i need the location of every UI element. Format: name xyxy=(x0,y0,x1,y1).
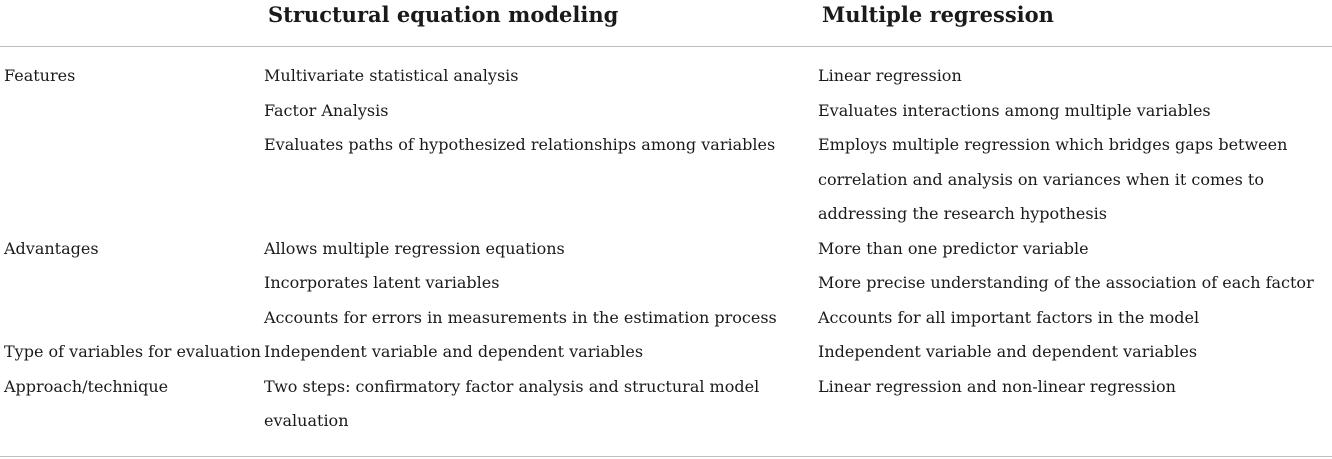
row-label: Advantages xyxy=(4,238,99,258)
mr-item: Accounts for all important factors in th… xyxy=(818,307,1200,327)
mr-cell: Linear regression and non-linear regress… xyxy=(818,370,1332,405)
header-rule xyxy=(0,46,1332,47)
sem-item: Independent variable and dependent varia… xyxy=(264,342,644,361)
sem-item: Allows multiple regression equations xyxy=(264,238,565,258)
sem-cell: Two steps: confirmatory factor analysis … xyxy=(264,370,818,439)
mr-item: Evaluates interactions among multiple va… xyxy=(818,100,1211,120)
mr-item: More precise understanding of the associ… xyxy=(818,273,1314,292)
table-body: Features Multivariate statistical analys… xyxy=(0,59,1332,439)
row-label: Approach/technique xyxy=(4,376,169,396)
sem-item: Factor Analysis xyxy=(264,100,389,120)
column-header-multiple-regression: Multiple regression xyxy=(822,2,1054,27)
mr-cell: Linear regression Evaluates interactions… xyxy=(818,59,1332,232)
mr-item: Linear regression and non-linear regress… xyxy=(818,376,1176,396)
sem-item: Incorporates latent variables xyxy=(264,273,500,292)
mr-item: Employs multiple regression which bridge… xyxy=(818,135,1288,223)
mr-item: Independent variable and dependent varia… xyxy=(818,342,1198,361)
sem-cell: Independent variable and dependent varia… xyxy=(264,335,818,370)
table-row-variable-types: Type of variables for evaluation Indepen… xyxy=(0,335,1332,370)
sem-cell: Allows multiple regression equations Inc… xyxy=(264,232,818,336)
column-header-sem: Structural equation modeling xyxy=(268,2,619,27)
sem-item: Accounts for errors in measurements in t… xyxy=(264,307,777,327)
mr-cell: Independent variable and dependent varia… xyxy=(818,335,1332,370)
mr-item: Linear regression xyxy=(818,66,962,85)
sem-item: Multivariate statistical analysis xyxy=(264,66,519,85)
sem-item: Evaluates paths of hypothesized relation… xyxy=(264,135,776,154)
table-row-features: Features Multivariate statistical analys… xyxy=(0,59,1332,232)
table-header: Structural equation modeling Multiple re… xyxy=(0,0,1332,46)
mr-item: More than one predictor variable xyxy=(818,238,1089,258)
row-label: Features xyxy=(4,66,76,85)
mr-cell: More than one predictor variable More pr… xyxy=(818,232,1332,336)
row-label: Type of variables for evaluation xyxy=(4,342,261,361)
bottom-rule xyxy=(0,456,1332,457)
table-row-approach: Approach/technique Two steps: confirmato… xyxy=(0,370,1332,439)
sem-item: Two steps: confirmatory factor analysis … xyxy=(264,376,760,431)
sem-cell: Multivariate statistical analysis Factor… xyxy=(264,59,818,163)
table-row-advantages: Advantages Allows multiple regression eq… xyxy=(0,232,1332,336)
